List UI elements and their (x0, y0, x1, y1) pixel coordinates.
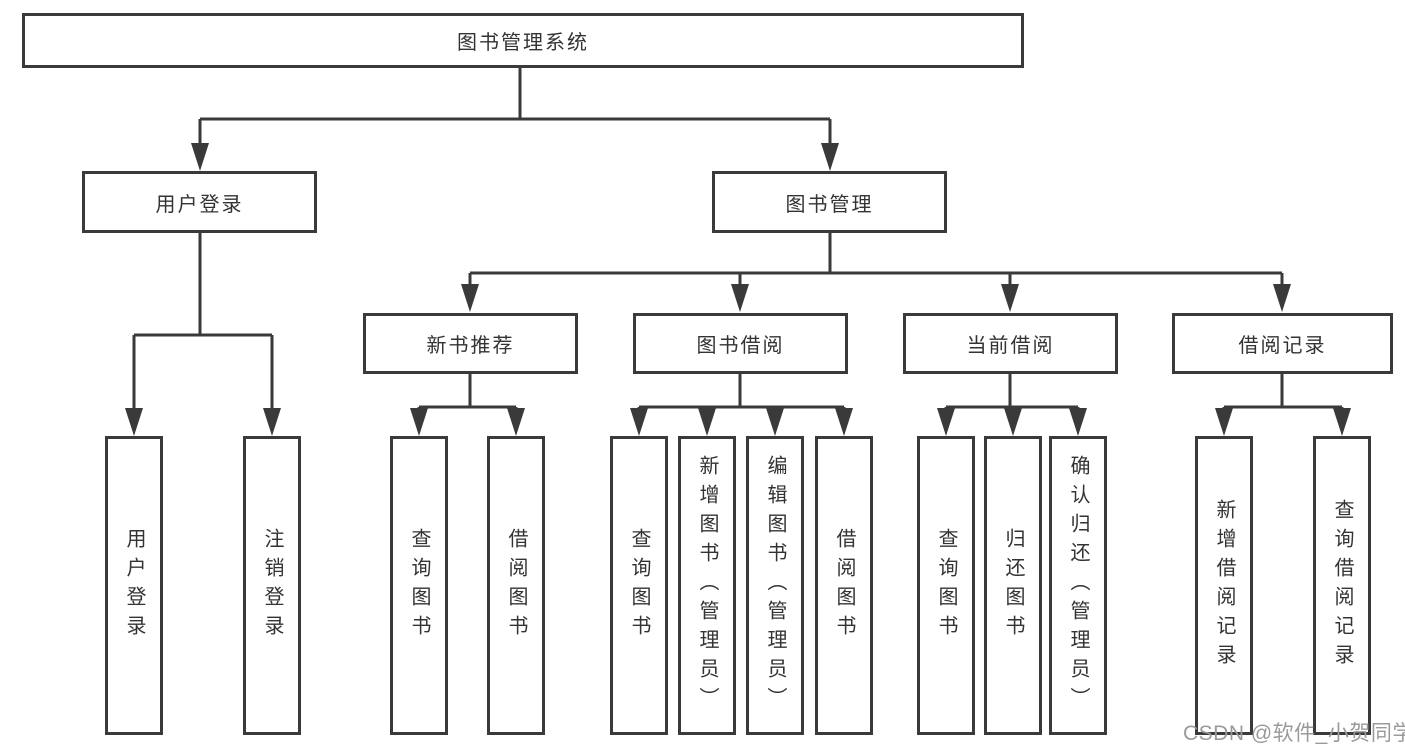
arrowhead-cb-return (1004, 408, 1022, 436)
watermark: CSDN @软件_小贺同学 (1183, 722, 1405, 745)
node-root-label: 图书管理系统 (457, 32, 589, 54)
node-user-login: 用户登录 (82, 171, 317, 233)
arrowhead-br-add (1215, 408, 1233, 436)
leaf-cb-return-books: 归还图书 (984, 436, 1042, 735)
node-new-book-recommend-label: 新书推荐 (426, 335, 515, 357)
arrowhead-bb-query (630, 408, 648, 436)
arrowhead-br-query (1333, 408, 1351, 436)
arrowhead-nb-borrow (507, 408, 525, 436)
arrowhead-bb-add (698, 408, 716, 436)
leaf-bb-edit-books-admin-label: 编辑图书（管理员） (764, 455, 786, 716)
node-user-login-label: 用户登录 (155, 193, 244, 216)
arrowhead-cb-confirm (1069, 408, 1087, 436)
node-book-management-label: 图书管理 (785, 193, 874, 216)
connector-borrow-record-to-leaves (1222, 374, 1344, 412)
node-root: 图书管理系统 (22, 13, 1024, 68)
arrowhead-leaf-login (125, 408, 143, 436)
arrowhead-book-management (821, 143, 839, 171)
leaf-bb-add-books-admin: 新增图书（管理员） (678, 436, 736, 735)
leaf-nb-query-books: 查询图书 (390, 436, 448, 735)
connector-book-management-to-level3 (468, 233, 1284, 288)
leaf-bb-query-books: 查询图书 (610, 436, 668, 735)
leaf-user-login: 用户登录 (105, 436, 163, 735)
leaf-cb-confirm-return-admin-label: 确认归还（管理员） (1067, 455, 1089, 716)
arrowhead-new-book-recommend (461, 284, 479, 312)
node-new-book-recommend: 新书推荐 (363, 313, 578, 374)
node-book-management: 图书管理 (712, 171, 947, 233)
leaf-logout: 注销登录 (243, 436, 301, 735)
leaf-nb-query-books-label: 查询图书 (408, 527, 430, 644)
leaf-bb-borrow-books-label: 借阅图书 (833, 527, 855, 644)
arrowhead-book-borrow (731, 284, 749, 312)
node-book-borrow-label: 图书借阅 (696, 335, 785, 357)
arrowhead-bb-edit (766, 408, 784, 436)
arrowhead-current-borrow (1001, 284, 1019, 312)
arrowhead-cb-query (937, 408, 955, 436)
arrowhead-leaf-logout (263, 408, 281, 436)
arrowhead-borrow-record (1273, 284, 1291, 312)
leaf-cb-return-books-label: 归还图书 (1002, 527, 1024, 644)
leaf-bb-add-books-admin-label: 新增图书（管理员） (696, 455, 718, 716)
leaf-cb-confirm-return-admin: 确认归还（管理员） (1049, 436, 1107, 735)
connector-new-book-to-leaves (417, 374, 518, 412)
arrowhead-user-login (191, 143, 209, 171)
leaf-bb-query-books-label: 查询图书 (628, 527, 650, 644)
leaf-nb-borrow-books: 借阅图书 (487, 436, 545, 735)
arrowhead-bb-borrow (835, 408, 853, 436)
leaf-cb-query-books: 查询图书 (917, 436, 975, 735)
connector-user-login-to-leaves (132, 233, 274, 412)
leaf-logout-label: 注销登录 (261, 527, 283, 644)
arrowhead-nb-query (410, 408, 428, 436)
leaf-user-login-label: 用户登录 (123, 527, 145, 644)
leaf-bb-borrow-books: 借阅图书 (815, 436, 873, 735)
leaf-bb-edit-books-admin: 编辑图书（管理员） (746, 436, 804, 735)
leaf-br-add-record: 新增借阅记录 (1195, 436, 1253, 735)
connector-root-to-level2 (198, 68, 832, 146)
leaf-cb-query-books-label: 查询图书 (935, 527, 957, 644)
connector-book-borrow-to-leaves (637, 374, 846, 412)
connector-current-borrow-to-leaves (944, 374, 1080, 412)
node-borrow-record: 借阅记录 (1172, 313, 1393, 374)
node-book-borrow: 图书借阅 (633, 313, 848, 374)
node-current-borrow-label: 当前借阅 (966, 335, 1055, 357)
node-borrow-record-label: 借阅记录 (1238, 335, 1327, 357)
node-current-borrow: 当前借阅 (903, 313, 1118, 374)
leaf-nb-borrow-books-label: 借阅图书 (505, 527, 527, 644)
leaf-br-query-record-label: 查询借阅记录 (1331, 498, 1353, 673)
leaf-br-query-record: 查询借阅记录 (1313, 436, 1371, 735)
leaf-br-add-record-label: 新增借阅记录 (1213, 498, 1235, 673)
